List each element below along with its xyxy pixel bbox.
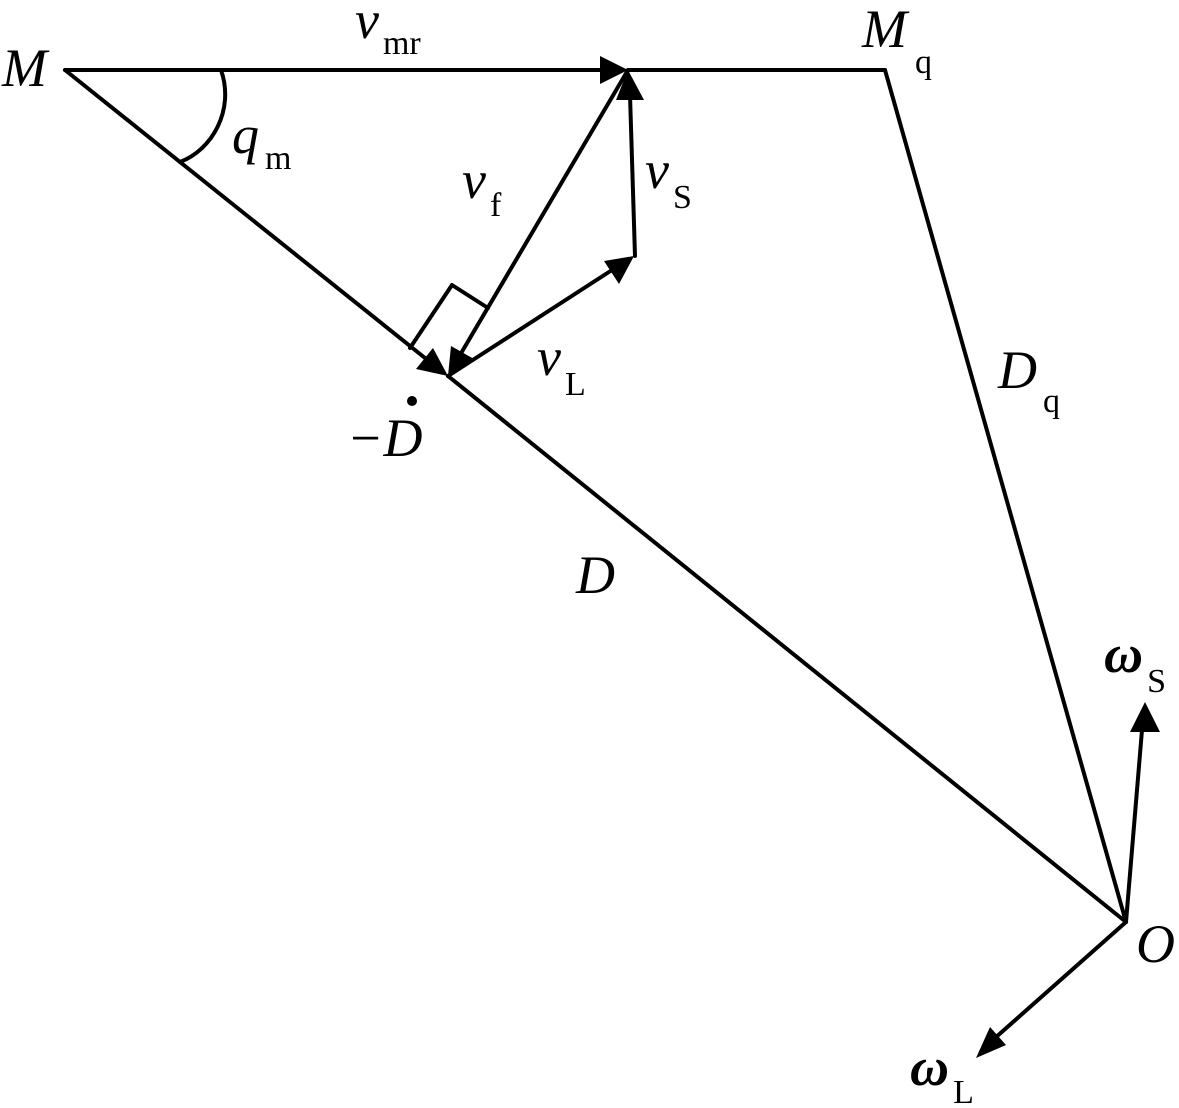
line-ddot-to-o-d <box>446 374 1128 924</box>
line-mq-to-o <box>883 68 1128 924</box>
vf-shaft <box>458 68 630 357</box>
label-M: M <box>1 38 50 98</box>
line-m-to-ddot <box>63 68 432 364</box>
label-D: D <box>575 545 615 605</box>
angle-arc-qm <box>178 68 228 164</box>
ddot-dot-mark <box>407 396 417 406</box>
label-Dq: Dq <box>997 340 1060 420</box>
vL-arrowhead <box>604 256 634 284</box>
omegaL-arrowhead <box>976 1027 1006 1058</box>
vS-shaft <box>628 93 637 258</box>
vS-arrowhead <box>616 70 644 100</box>
right-angle-marker <box>408 283 490 350</box>
omegaS-shaft <box>1124 728 1144 924</box>
label-O: O <box>1136 914 1175 974</box>
vf-arrowhead <box>448 346 474 376</box>
omegaS-arrowhead <box>1130 702 1160 732</box>
label-Mq: Mq <box>861 0 932 81</box>
ddot-arrowhead <box>416 348 448 376</box>
omegaL-shaft <box>993 920 1128 1040</box>
vmr-arrowhead <box>600 56 628 84</box>
vL-shaft <box>446 268 614 378</box>
label-ddot: −D <box>347 408 422 468</box>
